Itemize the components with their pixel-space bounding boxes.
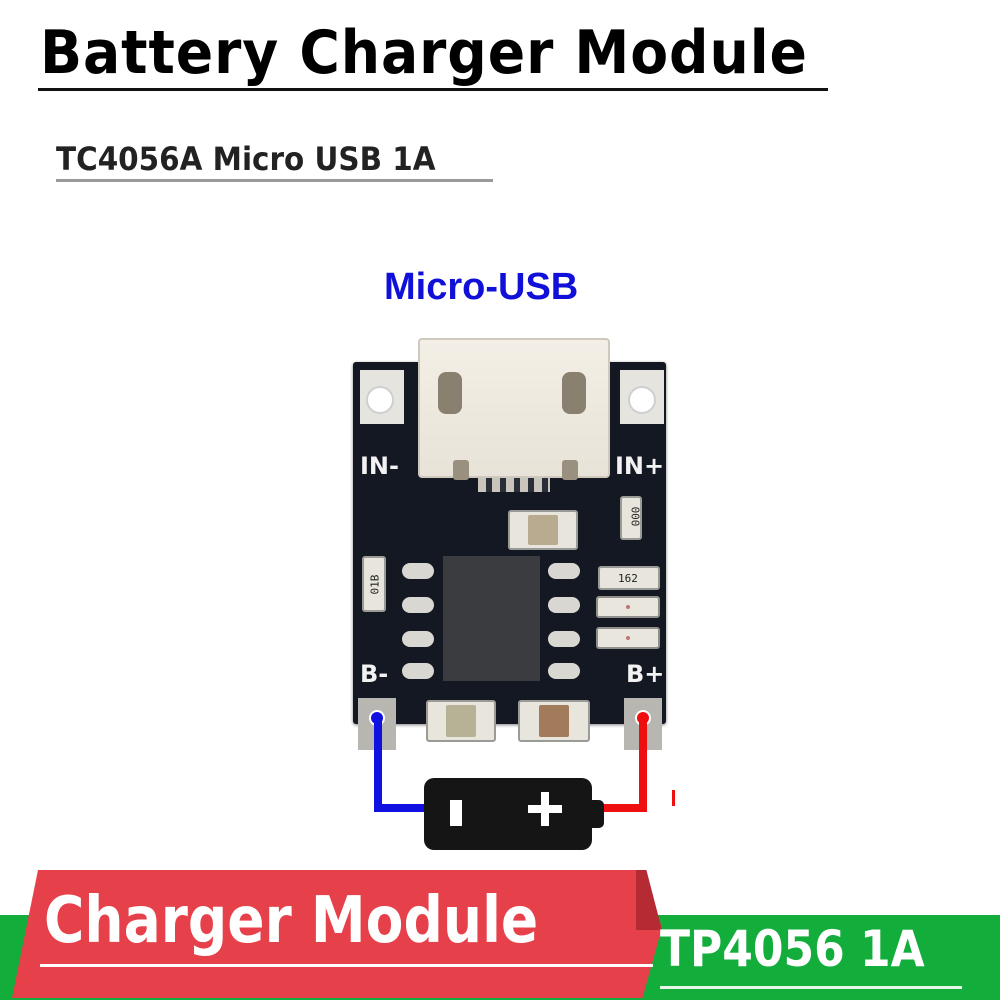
- label-b-plus: B+: [626, 660, 665, 688]
- capacitor-bottom-left: [426, 700, 496, 742]
- capacitor-top: [508, 510, 578, 550]
- battery-minus-symbol: [450, 800, 462, 826]
- battery-tip: [590, 800, 604, 828]
- label-in-minus: IN-: [360, 452, 399, 480]
- chip-lead: [548, 631, 580, 647]
- banner-model-label: TP4056 1A: [660, 920, 925, 978]
- red-tag-fold: [636, 870, 662, 930]
- chip-lead: [402, 631, 434, 647]
- chip-lead: [548, 597, 580, 613]
- subtitle-underline: [56, 179, 493, 182]
- led-standby: [596, 627, 660, 649]
- banner-main-label: Charger Module: [44, 884, 539, 958]
- positive-wire-vertical: [639, 720, 647, 812]
- chip-lead: [548, 663, 580, 679]
- chip-lead: [402, 597, 434, 613]
- chip-lead: [402, 563, 434, 579]
- negative-wire-vertical: [374, 720, 382, 812]
- capacitor-bottom-right: [518, 700, 590, 742]
- banner-model-underline: [660, 986, 962, 989]
- resistor-left: 01B: [362, 556, 386, 612]
- label-b-minus: B-: [360, 660, 389, 688]
- label-in-plus: IN+: [615, 452, 665, 480]
- negative-wire-horizontal: [374, 804, 426, 812]
- positive-wire-horizontal: [602, 804, 647, 812]
- battery-plus-symbol: [528, 792, 562, 826]
- page-title: Battery Charger Module: [40, 18, 808, 88]
- led-charging: [596, 596, 660, 618]
- micro-usb-label: Micro-USB: [384, 266, 579, 308]
- page-subtitle: TC4056A Micro USB 1A: [56, 140, 436, 178]
- mount-hole-right: [628, 386, 656, 414]
- resistor-right-mid: 162: [598, 566, 660, 590]
- banner-main-underline: [40, 964, 653, 967]
- resistor-right-top: 000: [620, 496, 642, 540]
- charger-ic-chip: [443, 556, 540, 681]
- positive-marker: [672, 790, 675, 806]
- chip-lead: [402, 663, 434, 679]
- usb-pins: [478, 478, 550, 492]
- usb-foot-left: [453, 460, 469, 480]
- usb-tab-left: [438, 372, 462, 414]
- mount-hole-left: [366, 386, 394, 414]
- chip-lead: [548, 563, 580, 579]
- usb-tab-right: [562, 372, 586, 414]
- usb-foot-right: [562, 460, 578, 480]
- red-tag-banner: [12, 870, 662, 998]
- title-underline: [38, 88, 828, 91]
